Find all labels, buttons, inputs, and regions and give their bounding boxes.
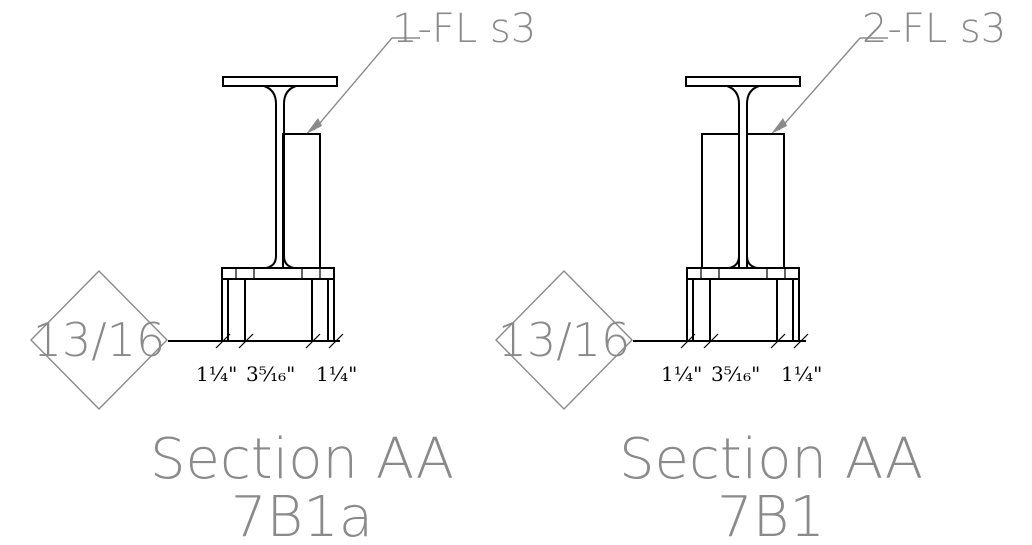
- section-title: Section AA: [619, 427, 923, 492]
- section-7b1: 2-FL s3 1¼" 3⁵⁄₁₆" 1¼" 13/16 Section AA …: [495, 6, 1006, 545]
- fill-plate: [282, 133, 321, 269]
- section-subtitle: 7B1a: [231, 485, 373, 545]
- dim-2: 3⁵⁄₁₆": [711, 362, 760, 386]
- section-7b1a: 1-FL s3 1¼" 3⁵⁄₁₆" 1¼" 13/16 Section AA: [30, 6, 536, 545]
- tag-diamond: [495, 270, 633, 410]
- beam-web-left: [726, 85, 740, 269]
- dim-3: 1¼": [781, 362, 822, 386]
- top-flange: [685, 76, 801, 87]
- tag-label: 13/16: [33, 313, 166, 367]
- dim-3: 1¼": [316, 362, 357, 386]
- fill-plate-left: [701, 133, 740, 269]
- fill-plate-right: [746, 133, 785, 269]
- callout-leader: [771, 37, 888, 134]
- dim-1: 1¼": [196, 362, 237, 386]
- callout-label: 1-FL s3: [392, 6, 536, 52]
- tag-label: 13/16: [498, 313, 631, 367]
- bottom-flange: [686, 267, 800, 280]
- bottom-flange: [221, 267, 335, 280]
- tag-diamond: [30, 270, 168, 410]
- beam-web-right: [283, 85, 297, 269]
- dim-1: 1¼": [661, 362, 702, 386]
- beam-web-right: [746, 85, 760, 269]
- section-subtitle: 7B1: [717, 485, 825, 545]
- callout-label: 2-FL s3: [862, 6, 1006, 52]
- top-flange: [222, 76, 338, 87]
- dim-2: 3⁵⁄₁₆": [246, 362, 295, 386]
- section-title: Section AA: [150, 427, 454, 492]
- callout-leader: [306, 37, 420, 134]
- beam-web-left: [263, 85, 277, 269]
